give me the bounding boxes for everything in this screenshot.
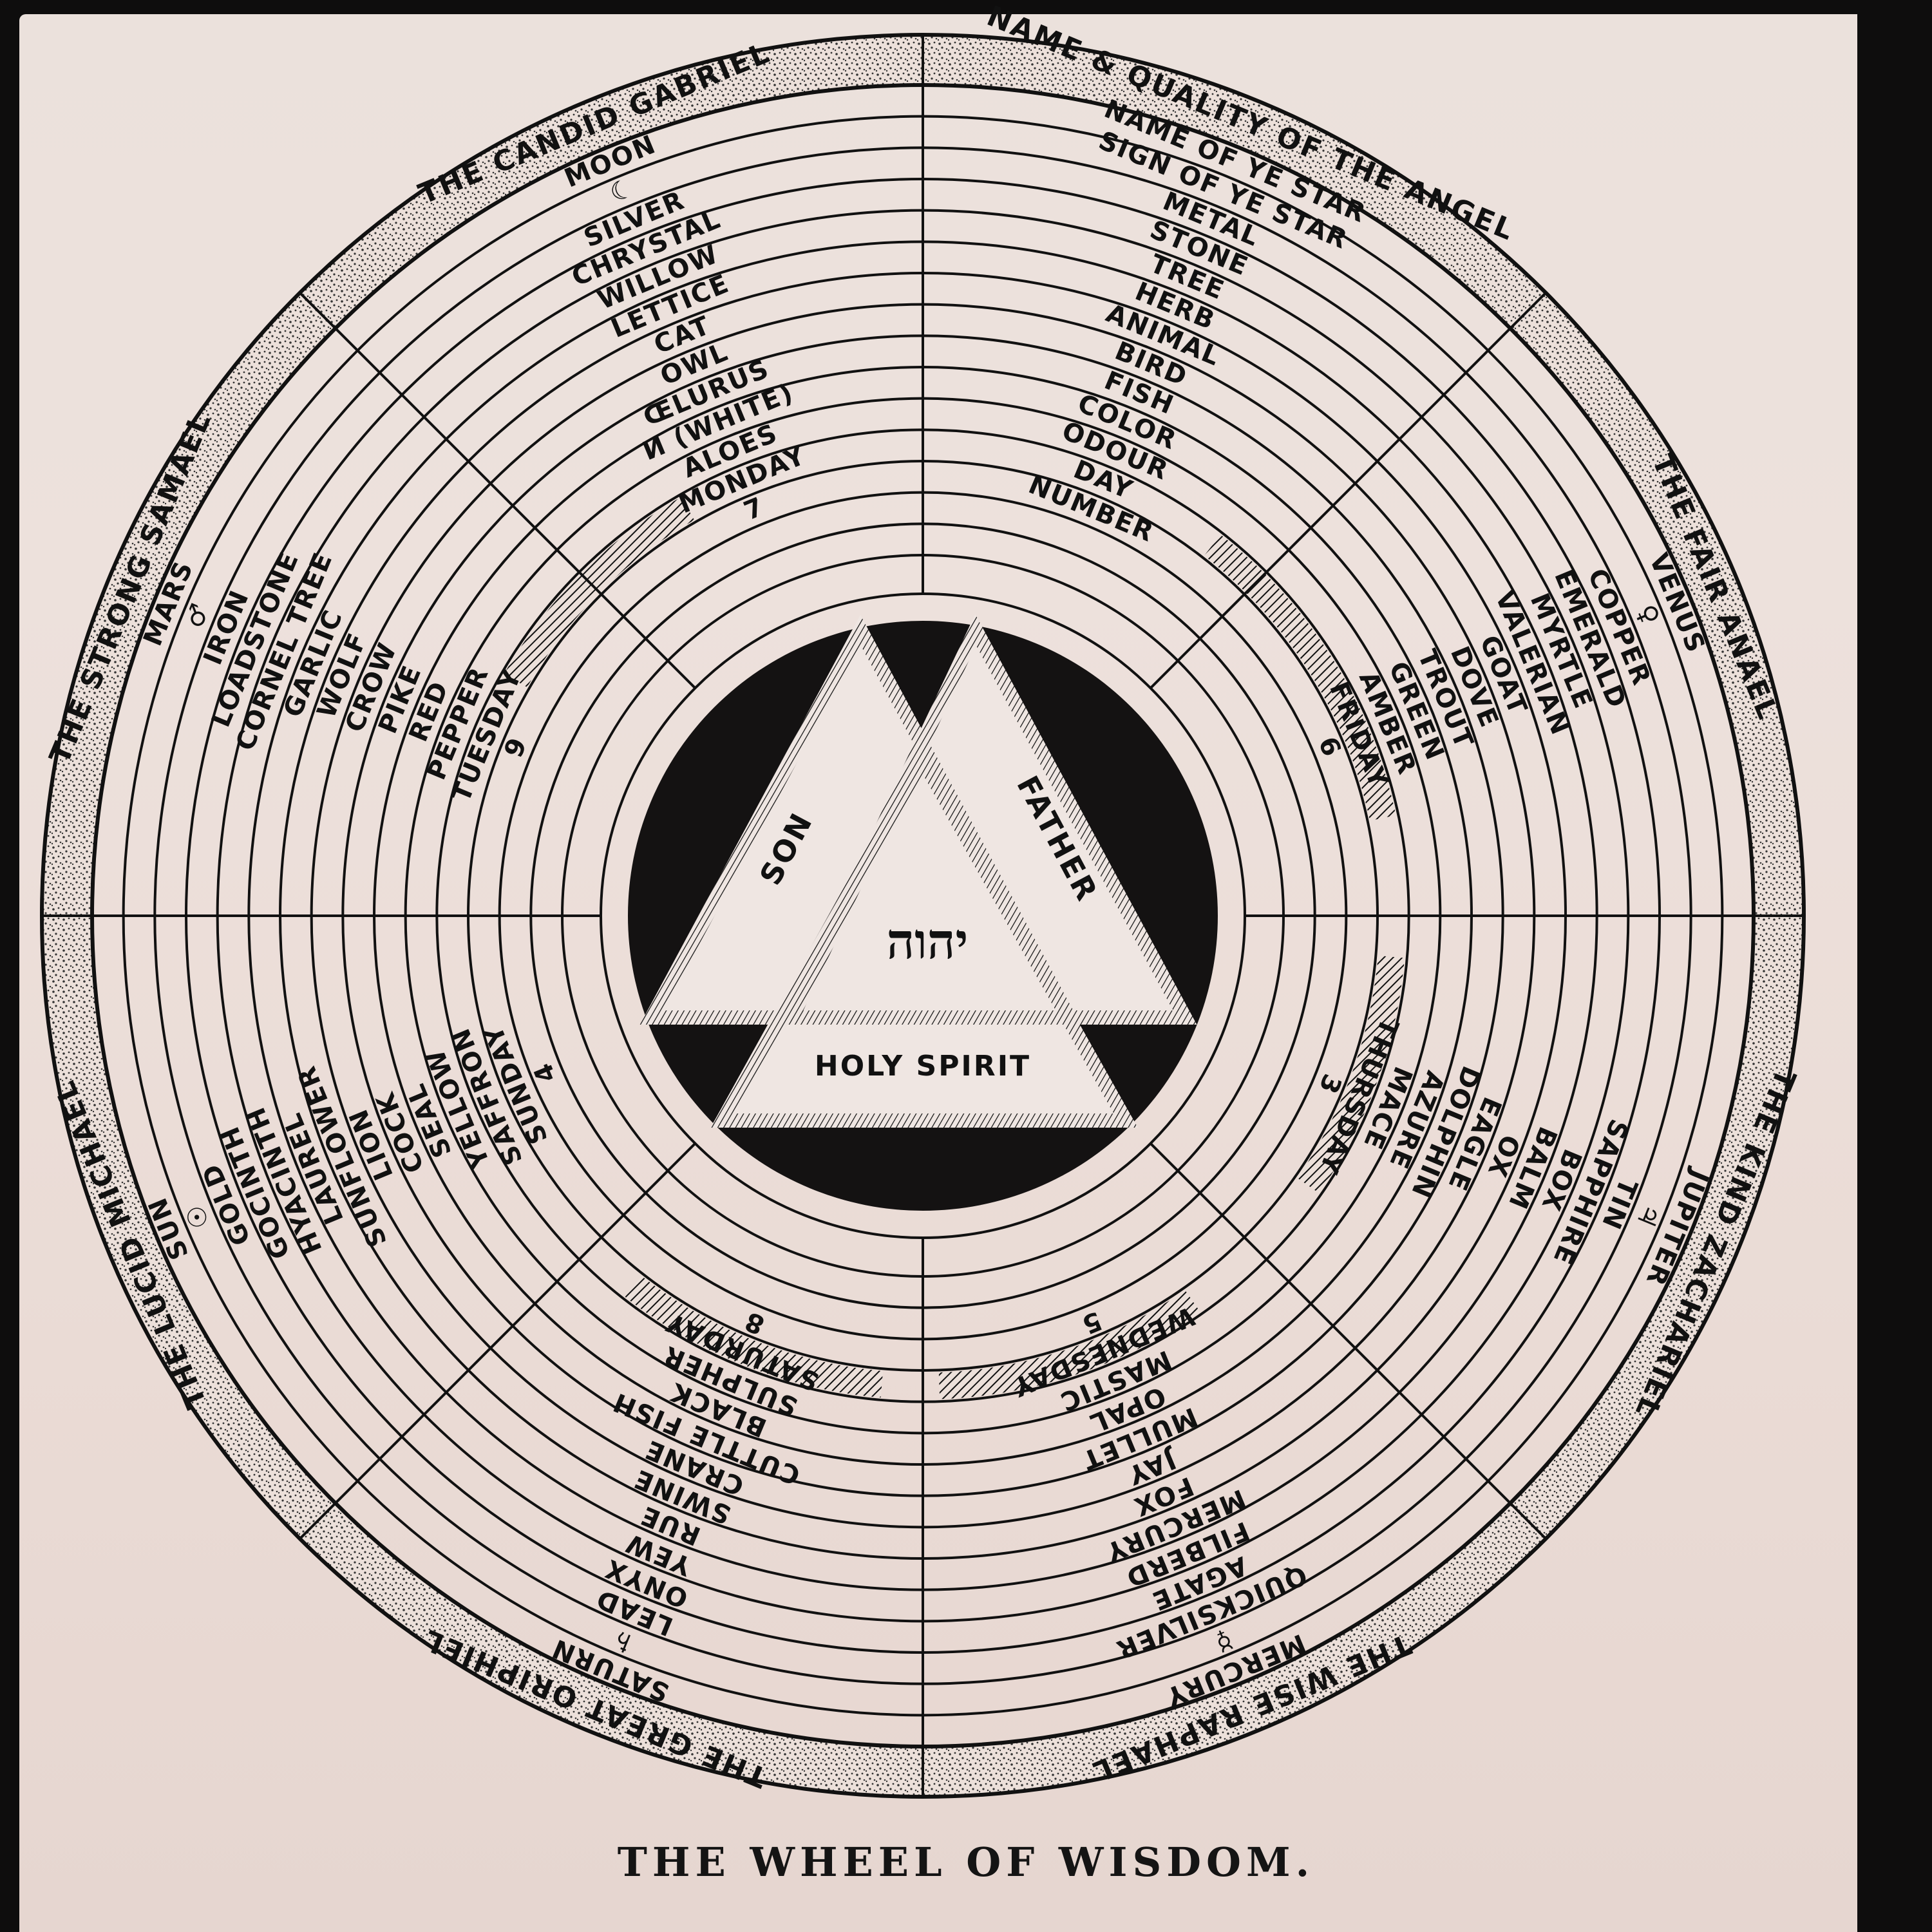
mars-label: 9 xyxy=(498,733,533,762)
sector-spoke xyxy=(299,1142,696,1540)
sector-spoke xyxy=(1150,1142,1547,1540)
sector-spoke xyxy=(1150,292,1547,689)
holy-spirit-label: HOLY SPIRIT xyxy=(815,1050,1031,1083)
spirit-triangle-border xyxy=(710,745,1138,1128)
moon-label: 7 xyxy=(740,491,769,526)
moon-label: THE CANDID GABRIEL xyxy=(414,36,775,211)
opal-hatch-arc xyxy=(938,1290,1200,1399)
sector-spoke xyxy=(299,292,696,689)
green-hatch-arc xyxy=(1204,535,1396,821)
divine-name: יהוה xyxy=(887,913,969,970)
venus-label: ♀ xyxy=(1631,600,1665,630)
black-hatch-arc xyxy=(625,1276,884,1398)
saturn-label: 8 xyxy=(740,1305,769,1340)
venus-label: 6 xyxy=(1312,733,1347,762)
jupiter-label: 3 xyxy=(1312,1070,1347,1099)
sector-spokes xyxy=(42,35,1804,1797)
mercury-label: ☿ xyxy=(1209,1624,1236,1658)
azure-hatch-arc xyxy=(1297,955,1405,1193)
spirit-triangle xyxy=(723,760,1126,1121)
diagram-caption: THE WHEEL OF WISDOM. xyxy=(617,1839,1315,1886)
mars-label: THE STRONG SAMAEL xyxy=(43,407,218,768)
sun-label: 4 xyxy=(527,1057,562,1086)
mercury-label: 5 xyxy=(1077,1305,1106,1340)
trinity-emblem: SON FATHER HOLY SPIRIT יהוה xyxy=(628,614,1218,1211)
jupiter-label: THE KIND ZACHARIEL xyxy=(1628,1065,1802,1424)
